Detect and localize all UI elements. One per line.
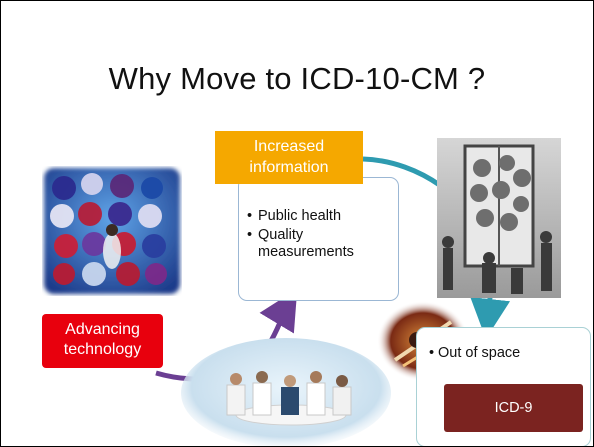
phone-booth-photo	[437, 138, 561, 298]
team-meeting-photo	[181, 333, 391, 446]
advancing-technology-label: Advancing technology	[42, 314, 163, 368]
space-bullet: •Out of space	[429, 345, 521, 361]
slide-title: Why Move to ICD-10-CM ?	[108, 61, 486, 96]
increased-information-label: Increased information	[215, 131, 363, 184]
icd9-label: ICD-9	[444, 384, 583, 432]
info-bullet-quality: •Quality measurements	[247, 227, 354, 260]
info-content-box: •Public health •Quality measurements	[238, 177, 399, 301]
info-bullet-public-health: •Public health	[247, 208, 342, 224]
info-bullet-list: •Public health •Quality measurements	[247, 208, 398, 261]
lab-dishes-photo	[42, 166, 182, 296]
